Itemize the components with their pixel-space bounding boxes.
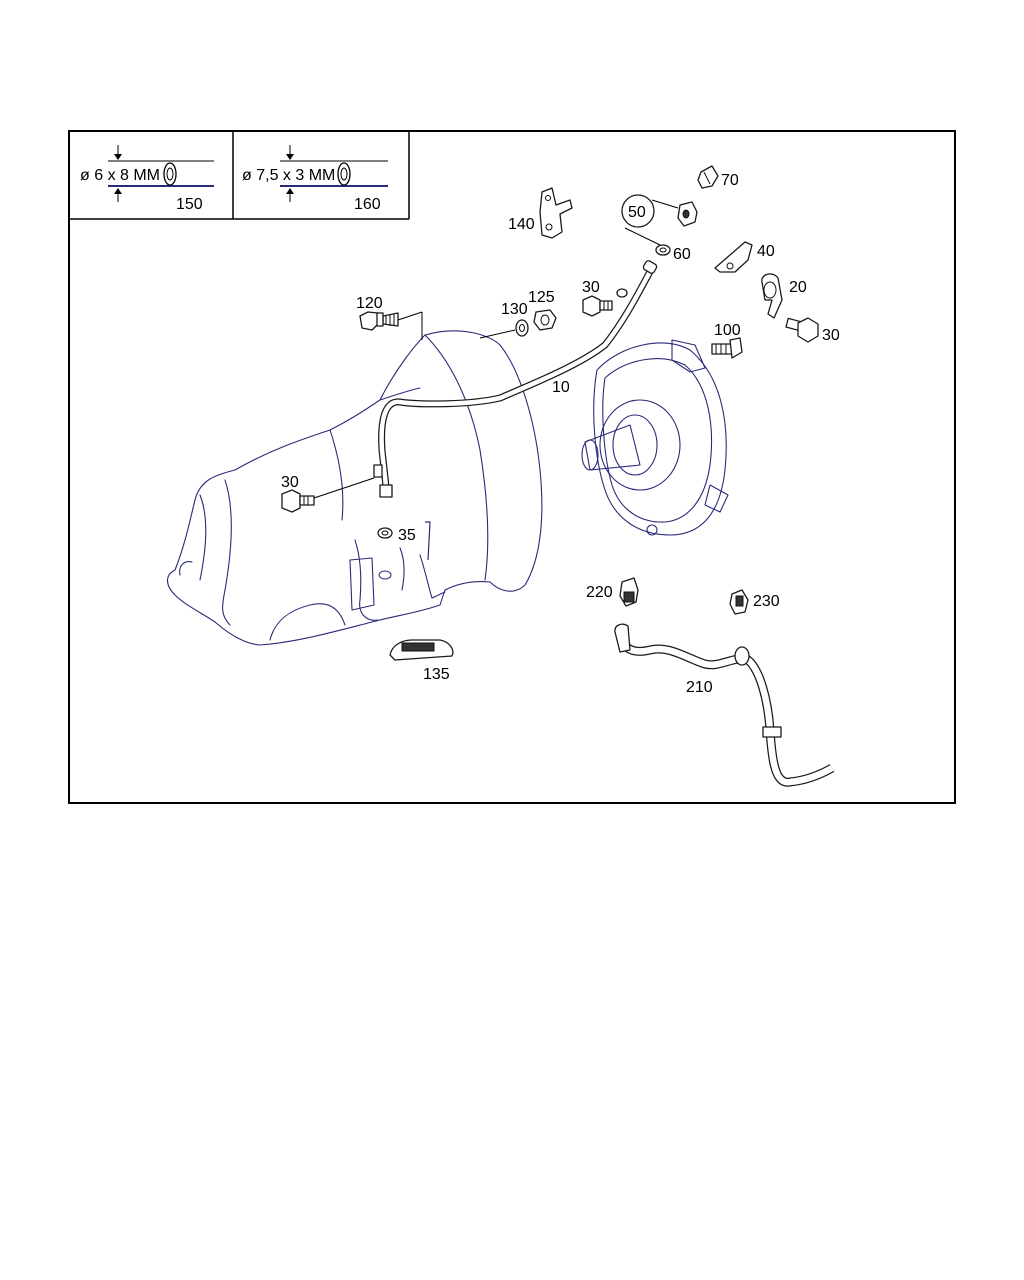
- label-70: 70: [721, 172, 739, 189]
- legend-item-150[interactable]: ø 6 x 8 MM 150: [80, 145, 214, 213]
- bolt-icon[interactable]: [785, 317, 819, 343]
- label-10: 10: [552, 379, 570, 396]
- bolt-icon[interactable]: [711, 337, 743, 359]
- sensor-50[interactable]: [621, 194, 698, 246]
- nut-icon[interactable]: [533, 309, 557, 331]
- label-125: 125: [528, 289, 555, 306]
- label-20: 20: [789, 279, 807, 296]
- label-120: 120: [356, 295, 383, 312]
- label-30-right: 30: [822, 327, 840, 344]
- connector-220[interactable]: [619, 577, 639, 607]
- label-100: 100: [714, 322, 741, 339]
- label-40: 40: [757, 243, 775, 260]
- label-35: 35: [398, 527, 416, 544]
- plug-135[interactable]: [389, 639, 454, 661]
- dipstick-tube-10[interactable]: [373, 260, 658, 498]
- legend-spec-150: ø 6 x 8 MM: [80, 167, 160, 184]
- label-220: 220: [586, 584, 613, 601]
- clip-icon[interactable]: [697, 165, 719, 189]
- bracket-icon[interactable]: [539, 187, 573, 239]
- label-140: 140: [508, 216, 535, 233]
- part-labels: 10 20 30 30 30 35 40 50 60 70 100 120 12…: [281, 172, 840, 696]
- legend: ø 6 x 8 MM 150 ø 7,5 x 3 MM 160: [69, 131, 410, 220]
- label-60: 60: [673, 246, 691, 263]
- legend-part-150: 150: [176, 196, 203, 213]
- bolt-icon[interactable]: [281, 489, 315, 513]
- legend-item-160[interactable]: ø 7,5 x 3 MM 160: [242, 145, 388, 213]
- hose-clamp-icon[interactable]: [761, 273, 783, 319]
- label-210: 210: [686, 679, 713, 696]
- bolt-icon[interactable]: [359, 311, 399, 331]
- label-30-left: 30: [281, 474, 299, 491]
- hose-210[interactable]: [614, 623, 835, 787]
- label-30-upper: 30: [582, 279, 600, 296]
- label-230: 230: [753, 593, 780, 610]
- diagram-frame: [68, 130, 956, 804]
- transmission-housing: [166, 330, 729, 646]
- label-135: 135: [423, 666, 450, 683]
- connector-230[interactable]: [729, 589, 749, 615]
- legend-spec-160: ø 7,5 x 3 MM: [242, 167, 335, 184]
- bolt-icon[interactable]: [582, 295, 613, 317]
- bracket-icon[interactable]: [714, 241, 753, 273]
- label-50: 50: [628, 204, 646, 221]
- label-130: 130: [501, 301, 528, 318]
- legend-part-160: 160: [354, 196, 381, 213]
